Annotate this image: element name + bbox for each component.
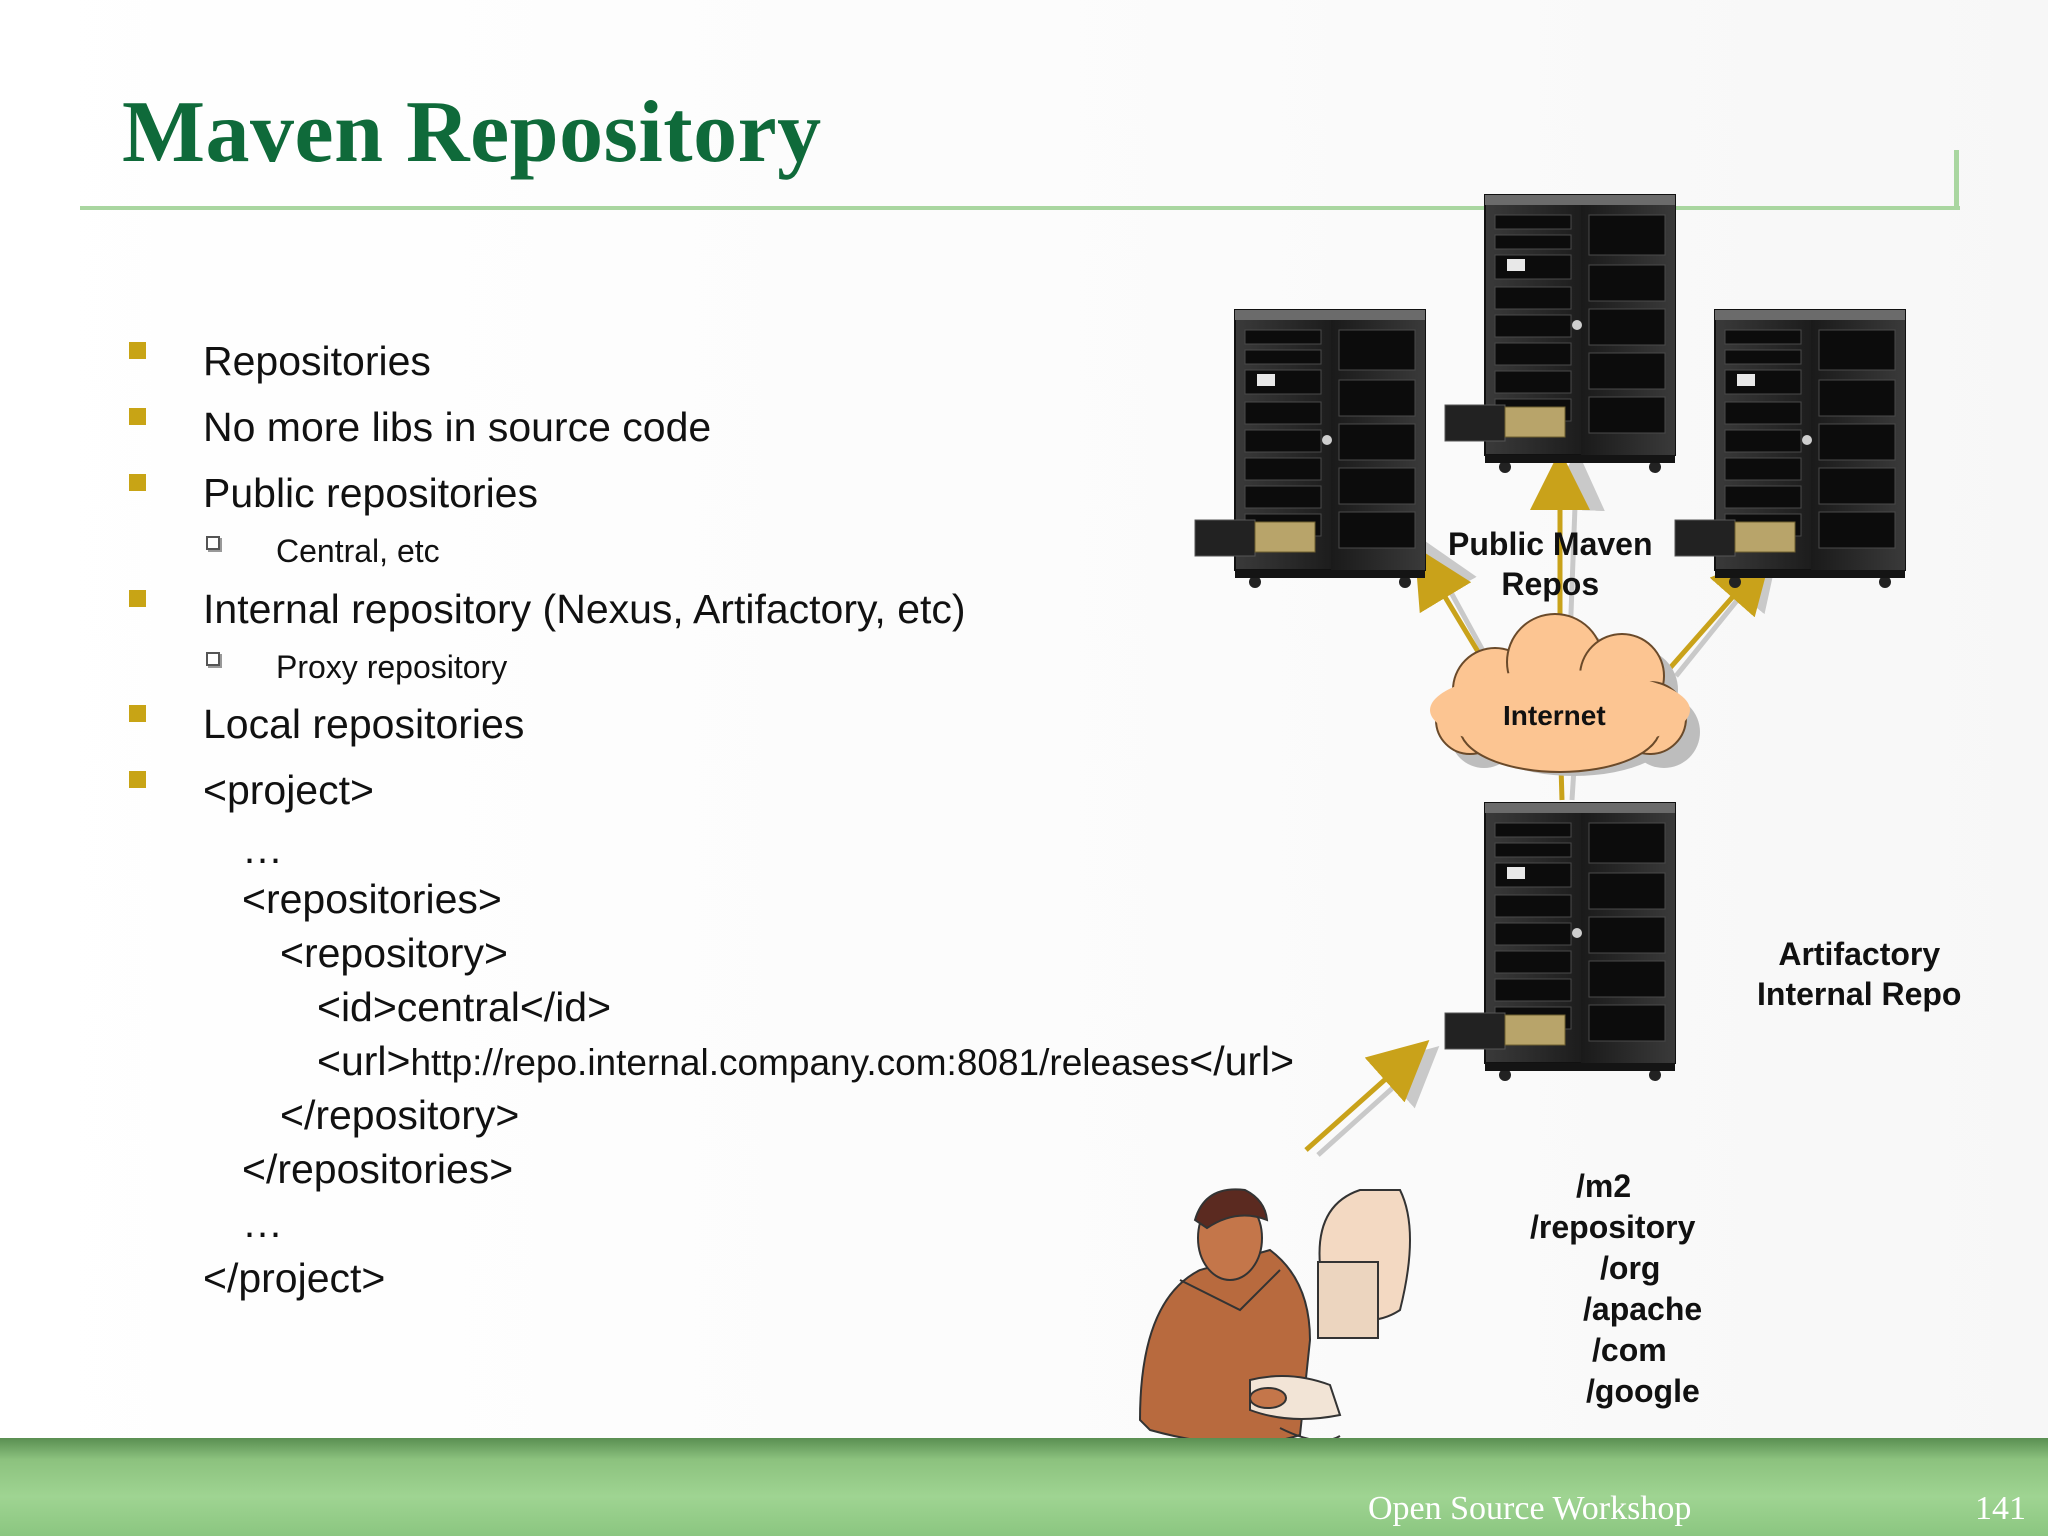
code-id-line: <id>central</id>: [317, 984, 612, 1030]
path-segment: /google: [1586, 1373, 1700, 1409]
slide-title: Maven Repository: [122, 84, 822, 181]
footer-text: Open Source Workshop: [1368, 1490, 1692, 1527]
bullet-internal-repository: Internal repository (Nexus, Artifactory,…: [129, 586, 966, 632]
code-repository-close: </repository>: [280, 1092, 520, 1138]
code-url-value: http://repo.internal.company.com:8081/re…: [410, 1042, 1190, 1083]
path-segment: /com: [1592, 1332, 1667, 1368]
internet-label: Internet: [1503, 700, 1606, 731]
cloud-icon: [1430, 613, 1700, 776]
bullet-project-open: <project>: [129, 767, 374, 813]
arrow-icon: [1316, 1045, 1440, 1157]
arrow-icon: [1668, 552, 1772, 670]
arrow-icon: [1414, 546, 1483, 657]
footer-bar: [0, 1438, 2048, 1536]
internal-repo-label-line2: Internal Repo: [1757, 976, 1962, 1012]
code-repositories-open: <repositories>: [242, 876, 502, 922]
code-project-close: </project>: [203, 1255, 386, 1301]
title-underline-corner: [1954, 150, 1959, 210]
arrow-icon: [1674, 548, 1779, 678]
code-repository-open: <repository>: [280, 930, 508, 976]
title-underline: [80, 206, 1960, 210]
code-url-line: <url>http://repo.internal.company.com:80…: [317, 1038, 1294, 1085]
sub-bullet-central: Central, etc: [206, 533, 440, 569]
bullet-public-repositories: Public repositories: [129, 470, 538, 516]
path-segment: /apache: [1583, 1291, 1703, 1327]
path-segment: /m2: [1576, 1168, 1632, 1204]
public-repos-label-line2: Repos: [1501, 566, 1600, 602]
code-url-open: <url>: [317, 1038, 411, 1084]
server-icon: [1674, 309, 1906, 589]
path-segment: /repository: [1530, 1209, 1696, 1245]
internal-repo-label-line1: Artifactory: [1778, 936, 1941, 972]
bullet-no-more-libs: No more libs in source code: [128, 404, 712, 450]
server-icon: [1444, 194, 1676, 474]
server-icon: [1194, 309, 1426, 589]
person-at-computer-icon: [1138, 1188, 1411, 1445]
code-ellipsis-bottom: …: [242, 1200, 283, 1246]
sub-bullet-proxy: Proxy repository: [205, 649, 508, 685]
bullet-local-repositories: Local repositories: [128, 701, 525, 747]
code-ellipsis-top: …: [242, 826, 283, 872]
code-url-close: </url>: [1189, 1038, 1295, 1084]
internal-repo-label: Artifactory Internal Repo: [1757, 934, 1961, 1014]
slide-number: 141: [1975, 1490, 2026, 1527]
server-icon: [1444, 802, 1676, 1082]
bullet-repositories: Repositories: [129, 338, 431, 384]
path-segment: /org: [1600, 1250, 1661, 1286]
public-repos-label: Public Maven Repos: [1448, 524, 1653, 604]
public-repos-label-line1: Public Maven: [1448, 526, 1653, 562]
arrow-icon: [1304, 1040, 1430, 1152]
code-repositories-close: </repositories>: [242, 1146, 514, 1192]
